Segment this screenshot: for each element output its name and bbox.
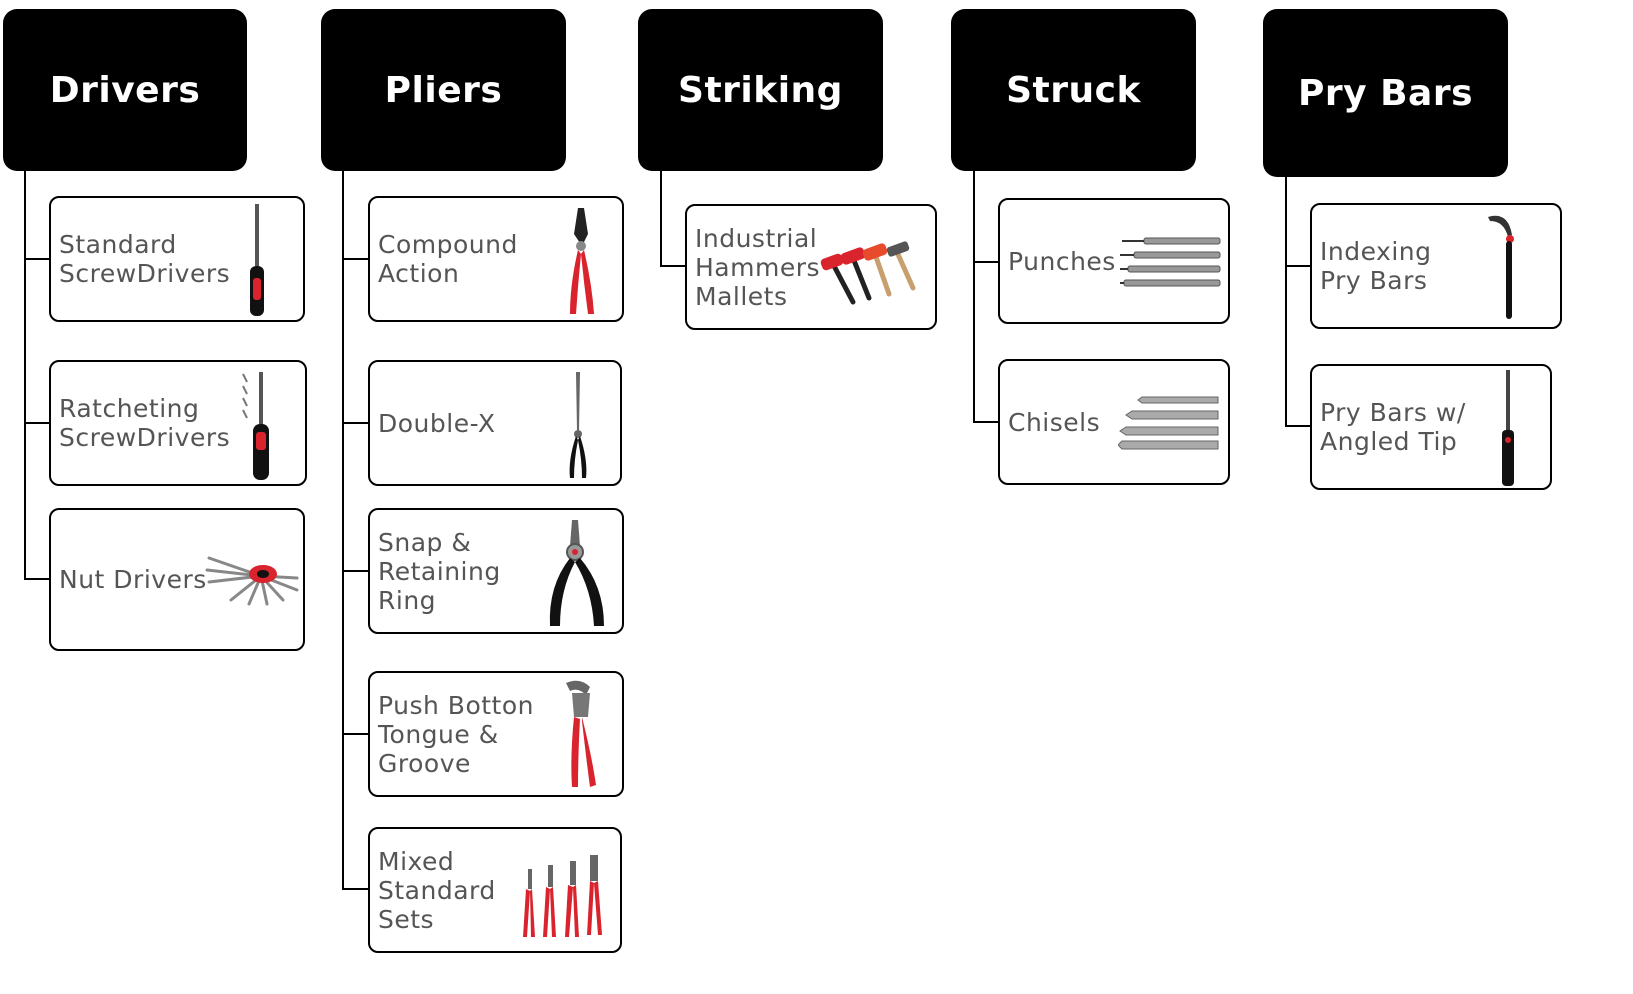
category-header-drivers: Drivers	[3, 9, 247, 171]
category-title: Pry Bars	[1297, 72, 1474, 114]
tool-label: Punches	[1008, 200, 1116, 322]
chisels-icon	[1118, 396, 1219, 450]
connector-line	[342, 570, 369, 572]
connector-line	[342, 733, 369, 735]
category-title: Pliers	[384, 69, 503, 111]
tool-label: Ratcheting ScrewDrivers	[59, 362, 230, 484]
tool-label-line: Double-X	[378, 408, 496, 438]
tool-label-line: Pry Bars	[1320, 266, 1428, 295]
hammers-mallets-icon	[820, 241, 916, 305]
tool-label: Industrial Hammers Mallets	[695, 206, 820, 328]
compound-pliers-icon	[570, 208, 594, 314]
tool-card-industrial-hammers-mallets[interactable]: Industrial Hammers Mallets	[685, 204, 937, 330]
tool-label: Double-X	[378, 362, 496, 484]
tool-label: Nut Drivers	[59, 510, 207, 649]
tool-card-chisels[interactable]: Chisels	[998, 359, 1230, 485]
tool-label: Compound Action	[378, 198, 518, 320]
tool-card-punches[interactable]: Punches	[998, 198, 1230, 324]
tool-label-line: Retaining	[378, 556, 501, 586]
category-title: Drivers	[49, 69, 201, 111]
connector-line	[1285, 265, 1311, 267]
category-title: Struck	[1006, 69, 1141, 111]
indexing-pry-bar-icon	[1488, 215, 1514, 319]
tool-label-line: Push Botton	[378, 690, 534, 720]
connector-line	[660, 171, 662, 267]
category-header-pry-bars: Pry Bars	[1263, 9, 1508, 177]
tool-card-ratcheting-screwdrivers[interactable]: Ratcheting ScrewDrivers	[49, 360, 307, 486]
tool-label-line: Mixed	[378, 846, 455, 876]
tool-label-line: Standard	[59, 230, 177, 259]
nut-driver-set-icon	[205, 556, 299, 606]
connector-line	[1285, 425, 1311, 427]
tool-label-line: Groove	[378, 748, 471, 778]
connector-line	[342, 171, 344, 890]
tool-card-compound-action[interactable]: Compound Action	[368, 196, 624, 322]
tool-card-mixed-standard-sets[interactable]: Mixed Standard Sets	[368, 827, 622, 953]
tool-label-line: Snap &	[378, 527, 472, 557]
tool-card-indexing-pry-bars[interactable]: Indexing Pry Bars	[1310, 203, 1562, 329]
tool-label-line: ScrewDrivers	[59, 423, 231, 452]
connector-line	[24, 578, 50, 580]
category-title: Striking	[678, 69, 843, 111]
tool-label-line: Action	[378, 259, 460, 288]
angled-pry-bar-icon	[1502, 370, 1514, 486]
tool-card-double-x[interactable]: Double-X	[368, 360, 622, 486]
tool-card-snap-retaining-ring[interactable]: Snap & Retaining Ring	[368, 508, 624, 634]
tool-label-line: Nut Drivers	[59, 565, 207, 594]
connector-line	[973, 171, 975, 423]
category-header-pliers: Pliers	[321, 9, 566, 171]
tool-card-push-button-tongue-groove[interactable]: Push Botton Tongue & Groove	[368, 671, 624, 797]
connector-line	[342, 258, 369, 260]
tool-label-line: Hammers	[695, 252, 821, 282]
tool-label-line: Sets	[378, 904, 435, 934]
double-x-pliers-icon	[569, 372, 587, 478]
tool-label-line: Punches	[1008, 246, 1116, 276]
tool-label-line: Chisels	[1008, 407, 1101, 437]
tool-label-line: Pry Bars w/	[1320, 398, 1466, 427]
tool-label-line: Compound	[378, 230, 518, 259]
tool-label: Standard ScrewDrivers	[59, 198, 230, 320]
connector-line	[24, 171, 26, 580]
snap-ring-pliers-icon	[549, 520, 604, 626]
tool-label-line: Ratcheting	[59, 394, 200, 423]
connector-line	[973, 421, 999, 423]
tool-label-line: ScrewDrivers	[59, 259, 231, 288]
punches-icon	[1120, 237, 1221, 287]
tool-label: Chisels	[1008, 361, 1100, 483]
tool-label-line: Tongue &	[378, 719, 499, 749]
tool-label: Pry Bars w/ Angled Tip	[1320, 366, 1466, 488]
tool-label-line: Mallets	[695, 281, 788, 311]
tool-label: Snap & Retaining Ring	[378, 510, 501, 632]
screwdriver-icon	[250, 204, 264, 316]
tool-label: Push Botton Tongue & Groove	[378, 673, 534, 795]
connector-line	[660, 265, 686, 267]
tool-label-line: Standard	[378, 875, 496, 905]
tongue-groove-pliers-icon	[566, 680, 596, 787]
pliers-set-icon	[523, 855, 602, 937]
tool-label: Mixed Standard Sets	[378, 829, 496, 951]
connector-line	[1285, 177, 1287, 427]
category-header-struck: Struck	[951, 9, 1196, 171]
connector-line	[342, 422, 369, 424]
tool-card-pry-bars-angled-tip[interactable]: Pry Bars w/ Angled Tip	[1310, 364, 1552, 490]
tool-card-nut-drivers[interactable]: Nut Drivers	[49, 508, 305, 651]
tool-label-line: Angled Tip	[1320, 427, 1458, 456]
category-header-striking: Striking	[638, 9, 883, 171]
connector-line	[24, 258, 50, 260]
connector-line	[24, 422, 50, 424]
tool-label-line: Ring	[378, 585, 437, 615]
connector-line	[342, 888, 369, 890]
connector-line	[973, 261, 999, 263]
tool-label-line: Industrial	[695, 223, 818, 253]
tool-label-line: Indexing	[1320, 237, 1432, 266]
ratcheting-screwdriver-icon	[242, 372, 269, 480]
tool-card-standard-screwdrivers[interactable]: Standard ScrewDrivers	[49, 196, 305, 322]
tool-label: Indexing Pry Bars	[1320, 205, 1431, 327]
